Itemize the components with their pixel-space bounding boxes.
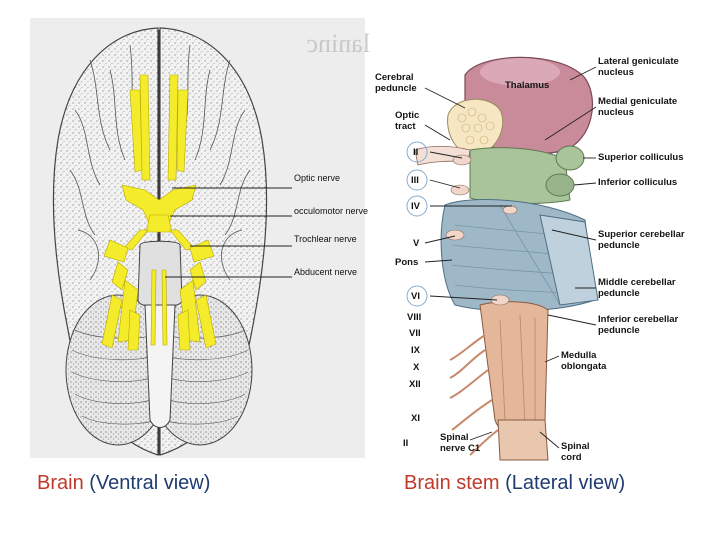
cranial-nerve-iv-label: IV [411,201,420,212]
lateral-caption-rest: (Lateral view) [499,472,626,494]
spinal-nerve-c1-label: Spinal nerve C1 [440,432,481,454]
cranial-nerve-v-label: V [413,238,420,249]
lateral-caption: Brain stem (Lateral view) [404,472,625,495]
superior-colliculus-label: Superior colliculus [598,152,684,163]
cranial-nerve-vi-label: VI [411,291,420,302]
superior-cerebellar-peduncle-label: Superior cerebellar peduncle [598,229,685,251]
abducent-nerve-label: Abducent nerve [294,267,358,277]
oculomotor-nerve-label: occulomotor nerve [294,206,369,216]
trochlear-nerve-label: Trochlear nerve [294,234,357,244]
inferior-colliculus-label: Inferior colliculus [598,177,678,188]
cranial-nerve-ix-label: IX [411,345,420,356]
ventral-caption-highlight: Brain [37,472,84,494]
middle-cerebellar-peduncle-label: Middle cerebellar peduncle [598,277,676,299]
spinal-cord [497,419,549,461]
cranial-nerve-iii-label: III [411,175,419,186]
cranial-nerve-xii-label: XII [409,379,421,390]
inferior-cerebellar-peduncle-label: Inferior cerebellar peduncle [598,314,679,336]
trigeminal-left [103,239,129,263]
cerebral-peduncle-label: Cerebral peduncle [375,72,417,94]
superior-colliculus [555,145,585,171]
pons-label: Pons [395,257,419,268]
thalamus-label: Thalamus [505,80,550,91]
medial-geniculate-label: Medial geniculate nucleus [598,96,678,118]
ventral-caption-rest: (Ventral view) [83,472,211,494]
spinal-cord-label: Spinal cord [561,441,590,463]
cranial-nerve-vii-label: VII [409,328,421,339]
lateral-caption-highlight: Brain stem [404,472,500,494]
cranial-nerve-ii-label: II [413,147,419,158]
cranial-nerve-viii-label: VIII [407,312,422,323]
lateral-geniculate-label: Lateral geniculate nucleus [598,56,679,78]
svg-text:laninc: laninc [306,29,370,58]
cranial-nerve-x-label: X [413,362,420,373]
inferior-colliculus [545,173,575,197]
optic-chiasm [121,184,197,226]
cranial-nerve-xi-label: XI [411,413,420,424]
olfactory-right [167,74,179,181]
medulla-lateral [479,301,549,436]
spinal-level-ii-label: II [403,438,409,449]
ventral-caption: Brain (Ventral view) [37,472,210,495]
lateral-geniculate-body [447,98,504,156]
optic-nerve-label: Optic nerve [294,173,341,183]
medulla-oblongata-label: Medulla oblongata [561,350,607,372]
optic-tract-label: Optic tract [395,110,420,132]
